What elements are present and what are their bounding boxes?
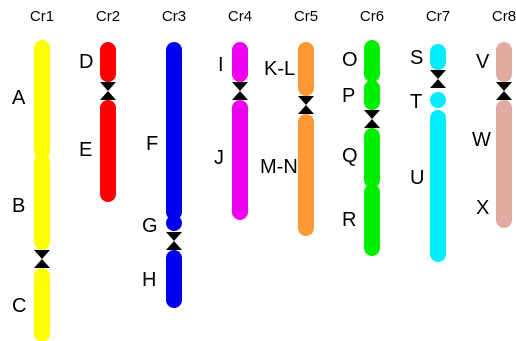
chromosome-title-cr1: Cr1 [29, 8, 55, 25]
chromosome-title-cr3: Cr3 [161, 8, 187, 25]
centromere-icon [166, 232, 182, 250]
chromosome-cr1 [34, 40, 50, 341]
chromosome-arm [430, 44, 446, 70]
chromosome-arm [364, 80, 380, 110]
segment-label-d: D [79, 51, 94, 73]
segment-label-c: C [12, 295, 27, 317]
chromosome-band [430, 92, 446, 108]
chromosome-title-cr6: Cr6 [359, 8, 385, 25]
centromere-icon [34, 250, 50, 268]
chromosome-arm [496, 42, 512, 82]
chromosome-arm [298, 42, 314, 96]
chromosome-arm [364, 40, 380, 82]
chromosome-arm [430, 110, 446, 262]
chromosome-arm [100, 42, 116, 82]
chromosome-title-cr4: Cr4 [227, 8, 253, 25]
chromosome-title-cr7: Cr7 [425, 8, 451, 25]
segment-label-x: X [476, 197, 490, 219]
chromosome-arm [34, 40, 50, 160]
chromosome-cr3 [166, 42, 182, 308]
chromosome-arm [166, 42, 182, 220]
chromosome-arm [232, 100, 248, 220]
chromosome-arm [298, 114, 314, 236]
centromere-icon [298, 96, 314, 114]
centromere-icon [232, 82, 248, 100]
centromere-icon [364, 110, 380, 128]
centromere-icon [496, 82, 512, 100]
chromosome-arm [232, 42, 248, 82]
segment-label-v: V [476, 51, 490, 73]
segment-label-p: P [342, 85, 356, 107]
chromosome-band [166, 215, 182, 231]
chromosome-arm [166, 250, 182, 308]
centromere-icon [430, 70, 446, 88]
chromosome-arm [364, 128, 380, 188]
segment-label-r: R [342, 209, 357, 231]
segment-label-m-n: M-N [260, 156, 298, 178]
segment-label-b: B [12, 195, 26, 217]
chromosome-arm [100, 100, 116, 202]
centromere-icon [100, 82, 116, 100]
chromosome-cr2 [100, 42, 116, 202]
chromosome-cr5 [298, 42, 314, 236]
segment-label-w: W [472, 129, 491, 151]
segment-label-j: J [214, 147, 224, 169]
segment-label-g: G [142, 215, 158, 237]
segment-label-k-l: K-L [264, 58, 296, 80]
chromosome-arm [364, 184, 380, 256]
chromosome-arm [496, 100, 512, 228]
chromosome-cr6 [364, 40, 380, 256]
segment-label-t: T [410, 91, 423, 113]
chromosome-cr4 [232, 42, 248, 220]
chromosome-arm [34, 268, 50, 341]
segment-label-u: U [410, 167, 425, 189]
segment-label-f: F [146, 133, 159, 155]
segment-label-q: Q [342, 145, 358, 167]
segment-label-i: I [218, 54, 224, 76]
chromosome-title-cr5: Cr5 [293, 8, 319, 25]
chromosome-cr7 [430, 44, 446, 262]
segment-label-a: A [12, 87, 26, 109]
segment-label-h: H [142, 269, 157, 291]
segment-label-o: O [342, 49, 358, 71]
segment-label-s: S [410, 47, 424, 69]
chromosome-cr8 [496, 42, 512, 228]
segment-label-e: E [79, 139, 93, 161]
chromosome-title-cr8: Cr8 [491, 8, 516, 25]
chromosome-arm [34, 154, 50, 250]
chromosome-title-cr2: Cr2 [95, 8, 121, 25]
